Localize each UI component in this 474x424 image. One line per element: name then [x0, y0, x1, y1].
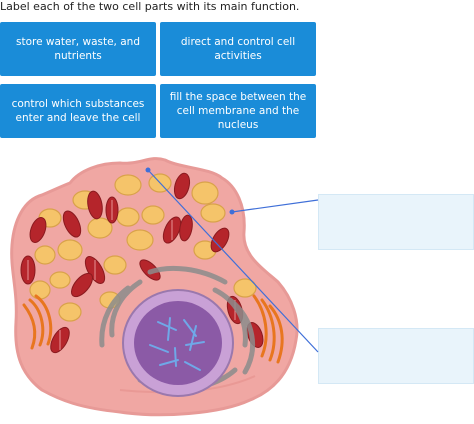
- drop-target-2[interactable]: [318, 328, 474, 384]
- instruction-text: Label each of the two cell parts with it…: [0, 0, 300, 13]
- golgi-apparatus: [22, 294, 284, 364]
- pointer-lines: [147, 169, 319, 353]
- nucleus: [134, 301, 222, 385]
- animal-cell-diagram: [10, 157, 319, 417]
- answer-tile-direct-control[interactable]: direct and control cell activities: [160, 22, 316, 76]
- answer-tile-control-substances[interactable]: control which substances enter and leave…: [0, 84, 156, 138]
- answer-tile-fill-space[interactable]: fill the space between the cell membrane…: [160, 84, 316, 138]
- chromatin: [149, 317, 205, 371]
- answer-tile-store-water[interactable]: store water, waste, and nutrients: [0, 22, 156, 76]
- drop-target-1[interactable]: [318, 194, 474, 250]
